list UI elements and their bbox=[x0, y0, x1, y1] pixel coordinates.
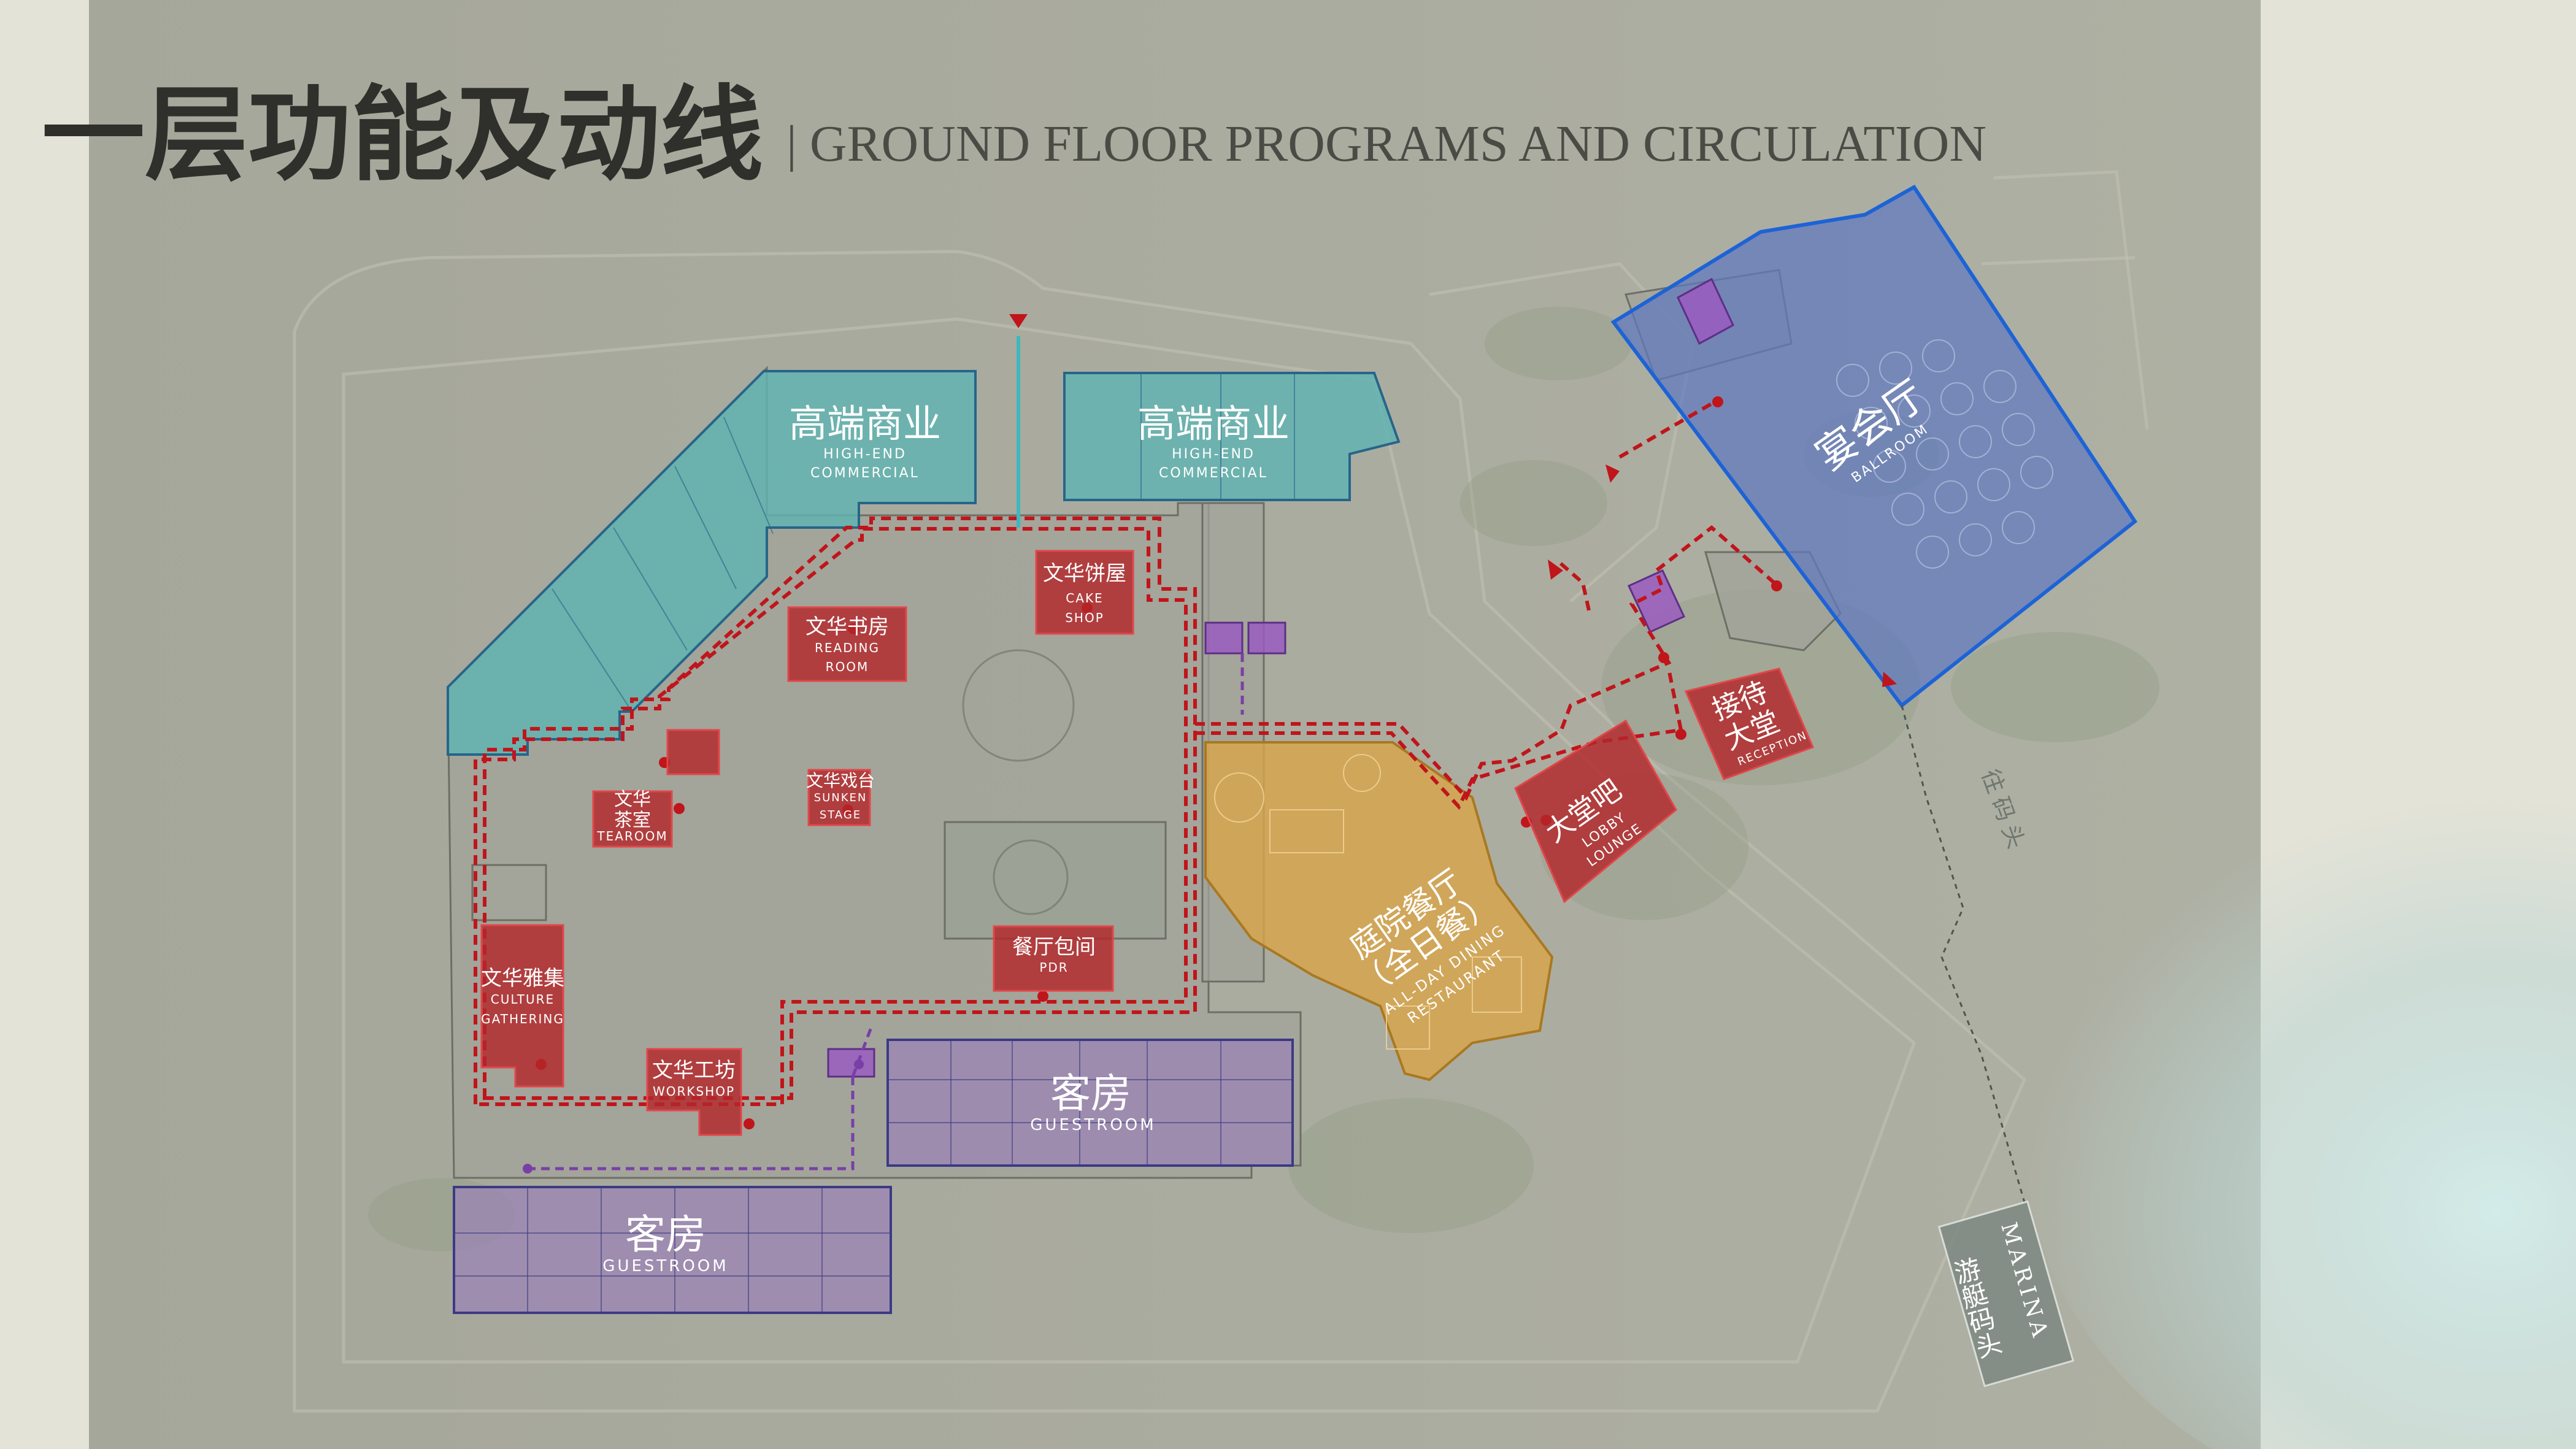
zone-guestroom-east[interactable] bbox=[886, 1039, 1294, 1167]
entry-arrows bbox=[1009, 314, 1897, 687]
zone-commercial-east[interactable] bbox=[1063, 372, 1401, 501]
stage-cn: 文华戏台 bbox=[806, 771, 875, 791]
culture-en2: GATHERING bbox=[481, 1012, 564, 1026]
zone-commercial-west[interactable] bbox=[447, 370, 977, 756]
tearoom-en: TEAROOM bbox=[596, 829, 667, 844]
guestroom-south-cn: 客房 bbox=[625, 1211, 706, 1258]
commercial-east-en2: COMMERCIAL bbox=[1159, 466, 1268, 481]
reading-en1: READING bbox=[815, 640, 880, 655]
cake-en2: SHOP bbox=[1065, 610, 1104, 625]
pdr-cn: 餐厅包间 bbox=[1012, 935, 1096, 959]
room-culture-box bbox=[480, 924, 564, 1088]
tearoom-cn2: 茶室 bbox=[614, 810, 651, 831]
culture-cn: 文华雅集 bbox=[481, 966, 564, 991]
guestroom-east-en: GUESTROOM bbox=[1030, 1116, 1156, 1134]
room-reception-box bbox=[1684, 667, 1815, 780]
cake-cn: 文华饼屋 bbox=[1043, 561, 1126, 586]
reading-en2: ROOM bbox=[826, 659, 869, 674]
guestroom-south-grid bbox=[454, 1187, 891, 1313]
room-stage-box bbox=[807, 769, 871, 826]
stage-en1: SUNKEN bbox=[814, 791, 867, 804]
page-title-en: | GROUND FLOOR PROGRAMS AND CIRCULATION bbox=[786, 115, 1986, 172]
workshop-en: WORKSHOP bbox=[653, 1084, 735, 1099]
cake-en1: CAKE bbox=[1066, 591, 1103, 605]
program-boxes[interactable] bbox=[480, 550, 1815, 1136]
tearoom-cn1: 文华 bbox=[614, 789, 651, 810]
room-lobby-box bbox=[1514, 719, 1677, 904]
zone-restaurant[interactable] bbox=[1204, 741, 1554, 1082]
commercial-west-en2: COMMERCIAL bbox=[810, 466, 920, 481]
commercial-west-grid bbox=[552, 417, 774, 712]
commercial-east-grid bbox=[1140, 373, 1295, 500]
guestroom-east-cn: 客房 bbox=[1050, 1070, 1131, 1117]
service-cores bbox=[827, 277, 1734, 1078]
room-tearoom-box bbox=[592, 790, 673, 848]
commercial-west-cn: 高端商业 bbox=[789, 401, 941, 446]
zone-guestroom-south[interactable] bbox=[453, 1186, 892, 1314]
circulation-routes bbox=[474, 400, 1778, 1106]
guestroom-south-en: GUESTROOM bbox=[602, 1257, 728, 1275]
room-cake-box bbox=[1035, 550, 1134, 635]
commercial-east-en1: HIGH-END bbox=[1172, 447, 1255, 462]
service-nodes bbox=[523, 1059, 864, 1174]
stage-en2: STAGE bbox=[820, 809, 861, 821]
tearoom-annex-box bbox=[666, 729, 720, 775]
pdr-en: PDR bbox=[1039, 960, 1068, 975]
water-area bbox=[2024, 755, 2576, 1449]
room-pdr-box bbox=[993, 925, 1114, 992]
guestroom-east-grid bbox=[888, 1040, 1293, 1166]
room-workshop-box bbox=[646, 1048, 742, 1136]
workshop-cn: 文华工坊 bbox=[652, 1058, 736, 1083]
commercial-east-cn: 高端商业 bbox=[1137, 401, 1290, 446]
marina-path bbox=[1901, 705, 2026, 1203]
room-reading-box bbox=[787, 606, 907, 682]
ballroom-tables bbox=[1836, 339, 2053, 569]
page-title-cn: 一层功能及动线 bbox=[42, 74, 763, 195]
reading-cn: 文华书房 bbox=[805, 615, 889, 639]
service-routes bbox=[528, 653, 1244, 1170]
restaurant-furniture bbox=[1214, 754, 1522, 1050]
commercial-west-en1: HIGH-END bbox=[823, 447, 907, 462]
culture-en1: CULTURE bbox=[491, 992, 555, 1007]
